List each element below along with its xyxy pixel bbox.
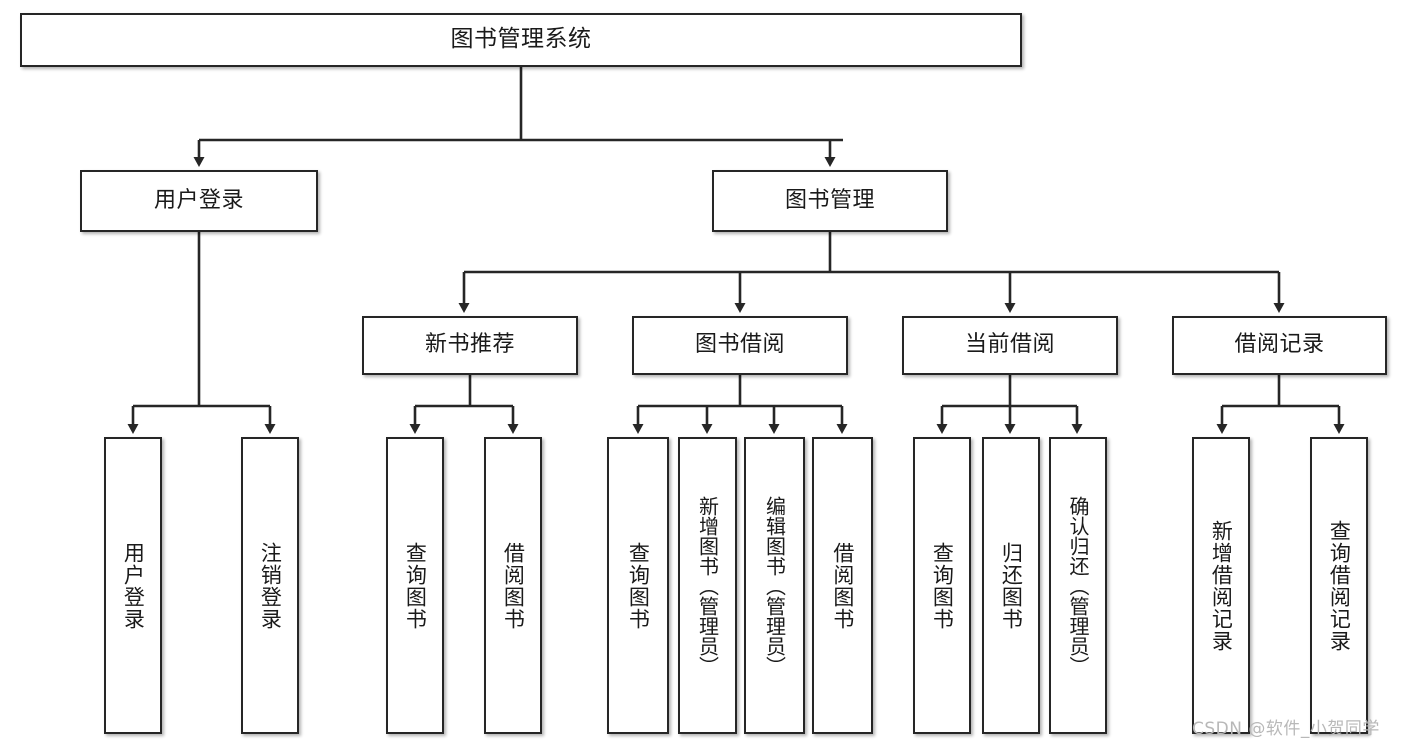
node-book-manage[interactable]: 图书管理: [712, 170, 948, 232]
node-leaf-return-book-label: 归还图书: [999, 541, 1024, 630]
node-leaf-query-record-label: 查询借阅记录: [1327, 519, 1352, 652]
node-leaf-query-book-3[interactable]: 查询图书: [913, 437, 971, 734]
node-leaf-edit-book[interactable]: 编辑图书（管理员）: [744, 437, 805, 734]
node-new-book-recommend-label: 新书推荐: [424, 332, 515, 358]
node-leaf-query-book-2-label: 查询图书: [626, 541, 651, 630]
node-leaf-user-login[interactable]: 用户登录: [104, 437, 162, 734]
node-leaf-borrow-book-1[interactable]: 借阅图书: [484, 437, 542, 734]
node-leaf-add-book-label: 新增图书（管理员）: [695, 495, 720, 676]
node-leaf-borrow-book-2[interactable]: 借阅图书: [812, 437, 873, 734]
node-leaf-query-record[interactable]: 查询借阅记录: [1310, 437, 1368, 734]
node-leaf-add-record[interactable]: 新增借阅记录: [1192, 437, 1250, 734]
node-user-login-label: 用户登录: [153, 187, 244, 213]
node-leaf-confirm-return-label: 确认归还（管理员）: [1066, 495, 1090, 676]
node-leaf-borrow-book-1-label: 借阅图书: [501, 541, 526, 630]
node-leaf-query-book-1-label: 查询图书: [403, 541, 428, 630]
node-leaf-return-book[interactable]: 归还图书: [982, 437, 1040, 734]
node-book-borrow-label: 图书借阅: [694, 332, 785, 358]
node-current-borrow[interactable]: 当前借阅: [902, 316, 1118, 375]
node-leaf-add-record-label: 新增借阅记录: [1209, 519, 1234, 652]
node-user-login[interactable]: 用户登录: [80, 170, 318, 232]
node-leaf-edit-book-label: 编辑图书（管理员）: [762, 495, 787, 676]
node-root-system[interactable]: 图书管理系统: [20, 13, 1022, 67]
node-book-borrow[interactable]: 图书借阅: [632, 316, 848, 375]
node-leaf-query-book-2[interactable]: 查询图书: [607, 437, 669, 734]
node-leaf-add-book[interactable]: 新增图书（管理员）: [678, 437, 737, 734]
node-leaf-borrow-book-2-label: 借阅图书: [830, 541, 855, 630]
node-leaf-query-book-3-label: 查询图书: [930, 541, 955, 630]
csdn-watermark: CSDN @软件_小贺同学: [1192, 719, 1380, 739]
node-current-borrow-label: 当前借阅: [964, 332, 1055, 358]
node-leaf-logout-login-label: 注销登录: [258, 541, 283, 630]
node-new-book-recommend[interactable]: 新书推荐: [362, 316, 578, 375]
node-leaf-logout-login[interactable]: 注销登录: [241, 437, 299, 734]
node-leaf-confirm-return[interactable]: 确认归还（管理员）: [1049, 437, 1107, 734]
node-book-manage-label: 图书管理: [784, 187, 875, 213]
node-root-label: 图书管理系统: [450, 26, 592, 53]
node-leaf-query-book-1[interactable]: 查询图书: [386, 437, 444, 734]
node-borrow-record[interactable]: 借阅记录: [1172, 316, 1387, 375]
node-borrow-record-label: 借阅记录: [1234, 332, 1325, 358]
node-leaf-user-login-label: 用户登录: [121, 541, 146, 630]
